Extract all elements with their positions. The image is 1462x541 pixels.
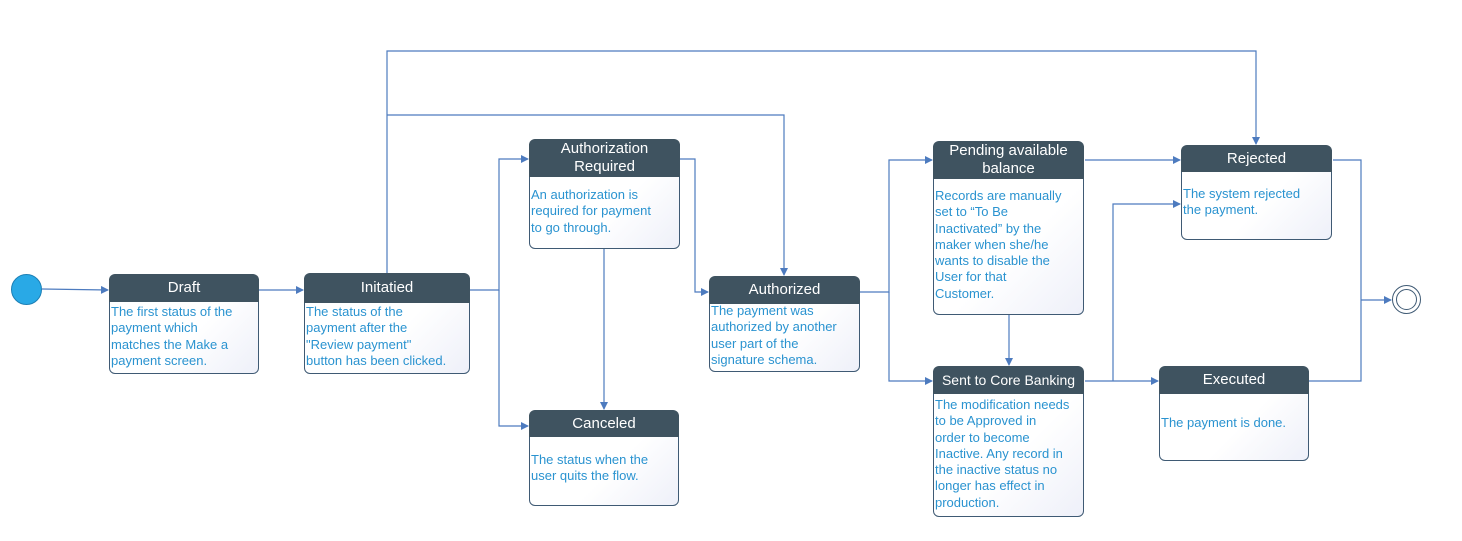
state-description: An authorization is required for payment… <box>531 187 651 235</box>
state-description: The status when the user quits the flow. <box>531 452 649 484</box>
state-description: The first status of the payment which ma… <box>111 304 233 368</box>
edge-sent-core-banking-to-rejected <box>1112 200 1181 381</box>
state-authorized: Authorized The payment was authorized by… <box>709 276 860 372</box>
state-title: Authorized <box>709 276 860 304</box>
edge-initiated-to-authorization-required <box>470 155 529 291</box>
state-body <box>933 171 1084 315</box>
state-title: Sent to Core Banking <box>933 366 1084 394</box>
edge-authorization-required-to-authorized <box>680 158 709 296</box>
edge-initiated-to-authorized-loop <box>387 114 788 276</box>
edge-executed-to-end <box>1309 300 1362 382</box>
state-sent-to-core-banking: Sent to Core Banking The modification ne… <box>933 366 1084 517</box>
state-description: The system rejected the payment. <box>1183 186 1301 218</box>
initial-state-node <box>11 274 42 305</box>
state-executed: Executed The payment is done. <box>1159 366 1309 461</box>
edge-authorized-to-pending-balance <box>860 156 933 293</box>
state-title: Canceled <box>529 410 679 437</box>
state-authorization-required: Authorization Required An authorization … <box>529 139 680 249</box>
state-title: Authorization Required <box>529 139 680 177</box>
state-description: The status of the payment after the "Rev… <box>306 304 447 368</box>
final-state-node <box>1392 285 1421 314</box>
state-description: Records are manually set to “To Be Inact… <box>935 188 1062 301</box>
state-title: Rejected <box>1181 145 1332 172</box>
edge-rejected-to-end <box>1333 159 1362 300</box>
final-state-inner-ring <box>1396 289 1417 310</box>
state-body <box>933 380 1084 517</box>
state-description: The payment is done. <box>1161 415 1287 430</box>
state-title: Pending available balance <box>933 141 1084 179</box>
edge-authorized-to-sent-core-banking <box>888 292 933 385</box>
state-description: The payment was authorized by another us… <box>711 303 837 367</box>
edge-initiated-to-rejected-top-loop <box>386 50 1260 273</box>
state-body <box>529 424 679 506</box>
state-canceled: Canceled The status when the user quits … <box>529 410 679 506</box>
state-initiated: Initatied The status of the payment afte… <box>304 273 470 374</box>
state-title: Draft <box>109 274 259 302</box>
edge-start-to-draft <box>41 285 109 294</box>
state-title: Executed <box>1159 366 1309 394</box>
state-description: The modification needs to be Approved in… <box>935 397 1070 510</box>
state-title: Initatied <box>304 273 470 303</box>
state-draft: Draft The first status of the payment wh… <box>109 274 259 374</box>
edge-initiated-to-canceled <box>498 290 529 430</box>
state-pending-available-balance: Pending available balance Records are ma… <box>933 141 1084 315</box>
state-rejected: Rejected The system rejected the payment… <box>1181 145 1332 240</box>
